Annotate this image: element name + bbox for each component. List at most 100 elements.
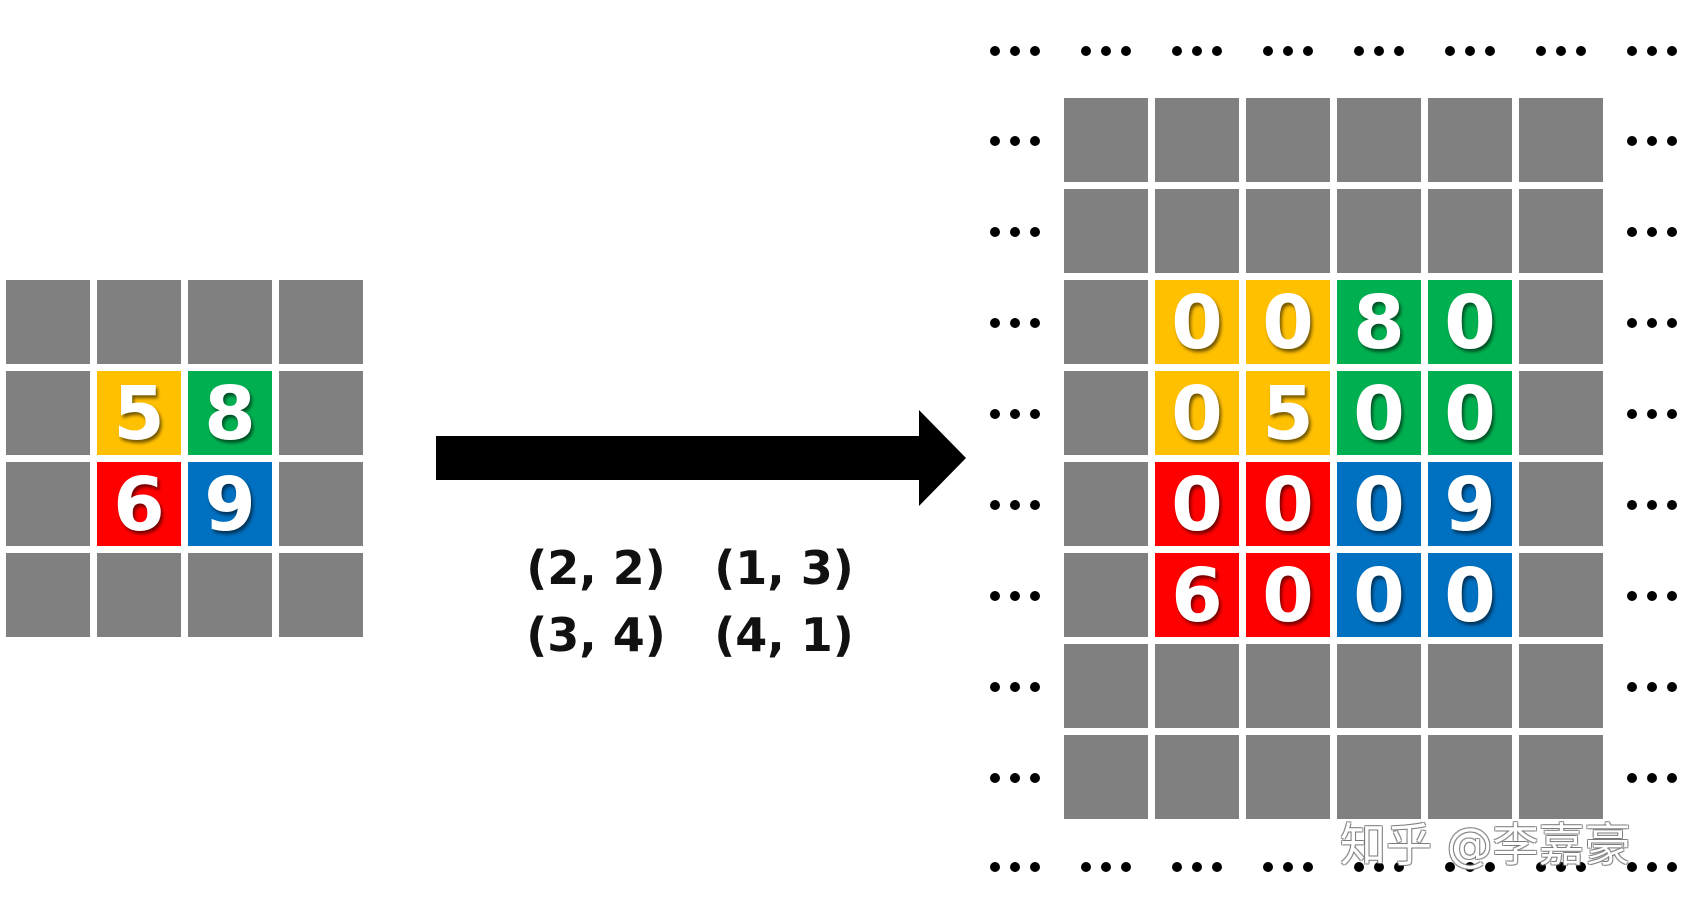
ellipsis-icon [985, 40, 1045, 60]
ellipsis-icon [1622, 585, 1682, 605]
grid-cell-empty [1519, 553, 1603, 637]
grid-cell-empty [1064, 644, 1148, 728]
ellipsis-icon [1258, 856, 1318, 876]
grid-cell-empty [1519, 462, 1603, 546]
grid-cell-red: 6 [1155, 553, 1239, 637]
grid-cell-green: 8 [1337, 280, 1421, 364]
grid-cell-yellow: 5 [97, 371, 181, 455]
grid-cell-empty [1155, 189, 1239, 273]
ellipsis-icon [1622, 403, 1682, 423]
grid-cell-empty [1519, 735, 1603, 819]
ellipsis-icon [1076, 856, 1136, 876]
grid-cell-empty [188, 553, 272, 637]
grid-cell-empty [1337, 189, 1421, 273]
grid-cell-empty [1519, 371, 1603, 455]
grid-cell-empty [188, 280, 272, 364]
ellipsis-icon [1622, 40, 1682, 60]
grid-cell-yellow: 0 [1155, 280, 1239, 364]
grid-cell-red: 0 [1155, 462, 1239, 546]
grid-cell-red: 0 [1246, 553, 1330, 637]
ellipsis-icon [1622, 130, 1682, 150]
grid-cell-empty [1337, 644, 1421, 728]
grid-cell-empty [1155, 98, 1239, 182]
grid-cell-empty [279, 553, 363, 637]
ellipsis-icon [985, 856, 1045, 876]
ellipsis-icon [1531, 856, 1591, 876]
grid-cell-empty [1064, 98, 1148, 182]
coordinate-label: (4, 1) [714, 608, 854, 662]
grid-cell-empty [6, 553, 90, 637]
grid-cell-blue: 9 [188, 462, 272, 546]
ellipsis-icon [1440, 856, 1500, 876]
grid-cell-empty [1246, 644, 1330, 728]
grid-cell-blue: 0 [1337, 462, 1421, 546]
ellipsis-icon [985, 312, 1045, 332]
grid-cell-empty [279, 371, 363, 455]
grid-cell-green: 0 [1428, 280, 1512, 364]
grid-cell-blue: 0 [1337, 553, 1421, 637]
grid-cell-empty [1064, 371, 1148, 455]
grid-cell-empty [6, 462, 90, 546]
grid-cell-empty [1064, 462, 1148, 546]
watermark: 知乎 @李嘉豪 [1340, 818, 1631, 872]
ellipsis-icon [985, 221, 1045, 241]
grid-cell-green: 8 [188, 371, 272, 455]
grid-cell-yellow: 0 [1155, 371, 1239, 455]
grid-cell-empty [1428, 735, 1512, 819]
ellipsis-icon [1622, 494, 1682, 514]
arrow-shape [436, 410, 966, 506]
coordinate-label: (1, 3) [714, 541, 854, 595]
grid-cell-empty [1337, 735, 1421, 819]
ellipsis-icon [1167, 856, 1227, 876]
grid-cell-yellow: 5 [1246, 371, 1330, 455]
grid-cell-empty [1246, 735, 1330, 819]
ellipsis-icon [1531, 40, 1591, 60]
grid-cell-empty [1428, 644, 1512, 728]
ellipsis-icon [1349, 40, 1409, 60]
grid-cell-empty [1519, 644, 1603, 728]
grid-cell-empty [1519, 280, 1603, 364]
grid-cell-empty [97, 553, 181, 637]
ellipsis-icon [985, 767, 1045, 787]
grid-cell-empty [279, 462, 363, 546]
ellipsis-icon [1622, 312, 1682, 332]
grid-cell-empty [1064, 735, 1148, 819]
grid-cell-empty [1064, 189, 1148, 273]
grid-cell-empty [1337, 98, 1421, 182]
ellipsis-icon [1622, 676, 1682, 696]
grid-cell-empty [1428, 98, 1512, 182]
grid-cell-empty [279, 280, 363, 364]
ellipsis-icon [1622, 221, 1682, 241]
grid-cell-empty [1519, 189, 1603, 273]
grid-cell-empty [1246, 98, 1330, 182]
grid-cell-red: 0 [1246, 462, 1330, 546]
grid-cell-empty [1519, 98, 1603, 182]
grid-cell-blue: 0 [1428, 553, 1512, 637]
coordinate-label: (2, 2) [526, 541, 666, 595]
grid-cell-empty [1064, 553, 1148, 637]
ellipsis-icon [1167, 40, 1227, 60]
ellipsis-icon [985, 585, 1045, 605]
grid-cell-blue: 9 [1428, 462, 1512, 546]
grid-cell-empty [1246, 189, 1330, 273]
grid-cell-empty [97, 280, 181, 364]
grid-cell-empty [6, 280, 90, 364]
coordinate-label: (3, 4) [526, 608, 666, 662]
grid-cell-yellow: 0 [1246, 280, 1330, 364]
grid-cell-empty [1155, 644, 1239, 728]
grid-cell-green: 0 [1337, 371, 1421, 455]
ellipsis-icon [985, 403, 1045, 423]
ellipsis-icon [1076, 40, 1136, 60]
grid-cell-empty [6, 371, 90, 455]
ellipsis-icon [985, 676, 1045, 696]
grid-cell-red: 6 [97, 462, 181, 546]
ellipsis-icon [1622, 856, 1682, 876]
ellipsis-icon [1440, 40, 1500, 60]
grid-cell-empty [1428, 189, 1512, 273]
ellipsis-icon [1622, 767, 1682, 787]
ellipsis-icon [1258, 40, 1318, 60]
right-arrow-icon [436, 410, 966, 506]
ellipsis-icon [1349, 856, 1409, 876]
